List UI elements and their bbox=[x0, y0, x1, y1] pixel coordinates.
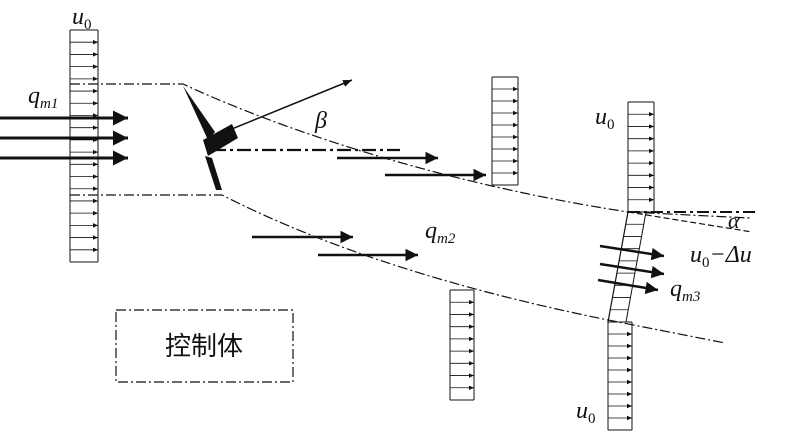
profile-arrow-head bbox=[513, 122, 518, 128]
label-qm1: qm1 bbox=[28, 83, 58, 112]
control-volume-box bbox=[115, 309, 294, 383]
profile-arrow-head bbox=[513, 158, 518, 164]
profile-arrow-head bbox=[93, 40, 98, 45]
profile-arrow-head bbox=[627, 367, 632, 373]
profile-arrow-head bbox=[649, 112, 654, 117]
profile-arrow-head bbox=[93, 76, 98, 82]
profile-arrow-head bbox=[469, 312, 474, 317]
profile-arrow-head bbox=[513, 170, 518, 176]
profile-arrow-head bbox=[649, 136, 654, 141]
profile-arrow-head bbox=[469, 385, 474, 390]
profile-arrow-head bbox=[93, 223, 98, 228]
profile-arrow-head bbox=[93, 186, 98, 191]
profile-arrow-head bbox=[627, 415, 632, 421]
profile-arrow-head bbox=[93, 88, 98, 94]
profile-arrow-head bbox=[93, 174, 98, 179]
velocity-profile-mid-upper bbox=[491, 76, 519, 186]
tilted-tip-line bbox=[625, 211, 647, 323]
stream-tube-upper-boundary bbox=[70, 83, 751, 219]
profile-arrow-head bbox=[627, 343, 632, 349]
profile-arrow-head bbox=[469, 300, 474, 305]
profile-arrow-head bbox=[93, 149, 98, 155]
label-beta: β bbox=[314, 108, 327, 134]
profile-arrow-head bbox=[513, 110, 518, 116]
label-qm3: qm3 bbox=[670, 276, 700, 305]
profile-arrow-head bbox=[469, 324, 474, 329]
velocity-profile-right-lower bbox=[607, 321, 633, 431]
label-control-volume: 控制体 bbox=[165, 332, 243, 362]
rotor-blades bbox=[183, 86, 238, 190]
profile-arrow-head bbox=[469, 336, 474, 342]
velocity-profile-mid-lower bbox=[449, 289, 475, 401]
label-u0-minus-du: u0−Δu bbox=[690, 242, 752, 271]
flow-arrows-qm2 bbox=[252, 230, 418, 262]
label-alpha: α bbox=[728, 208, 740, 233]
profile-arrow-head bbox=[649, 148, 654, 154]
stream-tube-lower-boundary bbox=[70, 194, 726, 344]
profile-arrow-head bbox=[93, 64, 98, 69]
profile-arrow-head bbox=[649, 124, 654, 129]
profile-arrow-head bbox=[469, 361, 474, 366]
profile-arrow-head bbox=[649, 197, 654, 202]
deflected-wake-line bbox=[627, 211, 753, 233]
profile-arrow-head bbox=[93, 235, 98, 240]
profile-arrow-head bbox=[627, 331, 632, 337]
label-qm2: qm2 bbox=[425, 218, 456, 247]
profile-arrow-head bbox=[627, 355, 632, 361]
profile-arrow-head bbox=[469, 373, 474, 378]
label-u0-right: u0 bbox=[595, 104, 615, 133]
profile-arrow-head bbox=[627, 403, 632, 409]
profile-arrow-head bbox=[93, 162, 98, 167]
profile-arrow-head bbox=[93, 247, 98, 252]
profile-arrow-head bbox=[93, 210, 98, 216]
profile-arrow-head bbox=[513, 134, 518, 140]
label-u0-top-left: u0 bbox=[72, 4, 92, 33]
thrust-arrow bbox=[221, 79, 353, 134]
profile-arrow-head bbox=[93, 198, 98, 204]
profile-arrow-head bbox=[513, 146, 518, 152]
profile-arrow-head bbox=[649, 160, 654, 166]
profile-arrow-head bbox=[627, 379, 632, 385]
flow-arrows-upper bbox=[337, 151, 486, 182]
profile-arrow-head bbox=[93, 101, 98, 106]
inflow-arrows-qm1 bbox=[0, 110, 128, 166]
profile-arrow-head bbox=[93, 52, 98, 57]
velocity-profile-left bbox=[69, 29, 99, 263]
profile-arrow-head bbox=[649, 173, 654, 178]
label-u0-bottom: u0 bbox=[576, 398, 596, 427]
velocity-profile-right-upper bbox=[627, 101, 655, 213]
outflow-arrows-qm3 bbox=[597, 244, 665, 295]
profile-arrow-head bbox=[513, 98, 518, 104]
profile-arrow-head bbox=[469, 348, 474, 354]
profile-arrow-head bbox=[93, 125, 98, 130]
profile-arrow-head bbox=[513, 86, 518, 92]
profile-arrow-head bbox=[627, 391, 632, 397]
profile-arrow-head bbox=[649, 185, 654, 190]
